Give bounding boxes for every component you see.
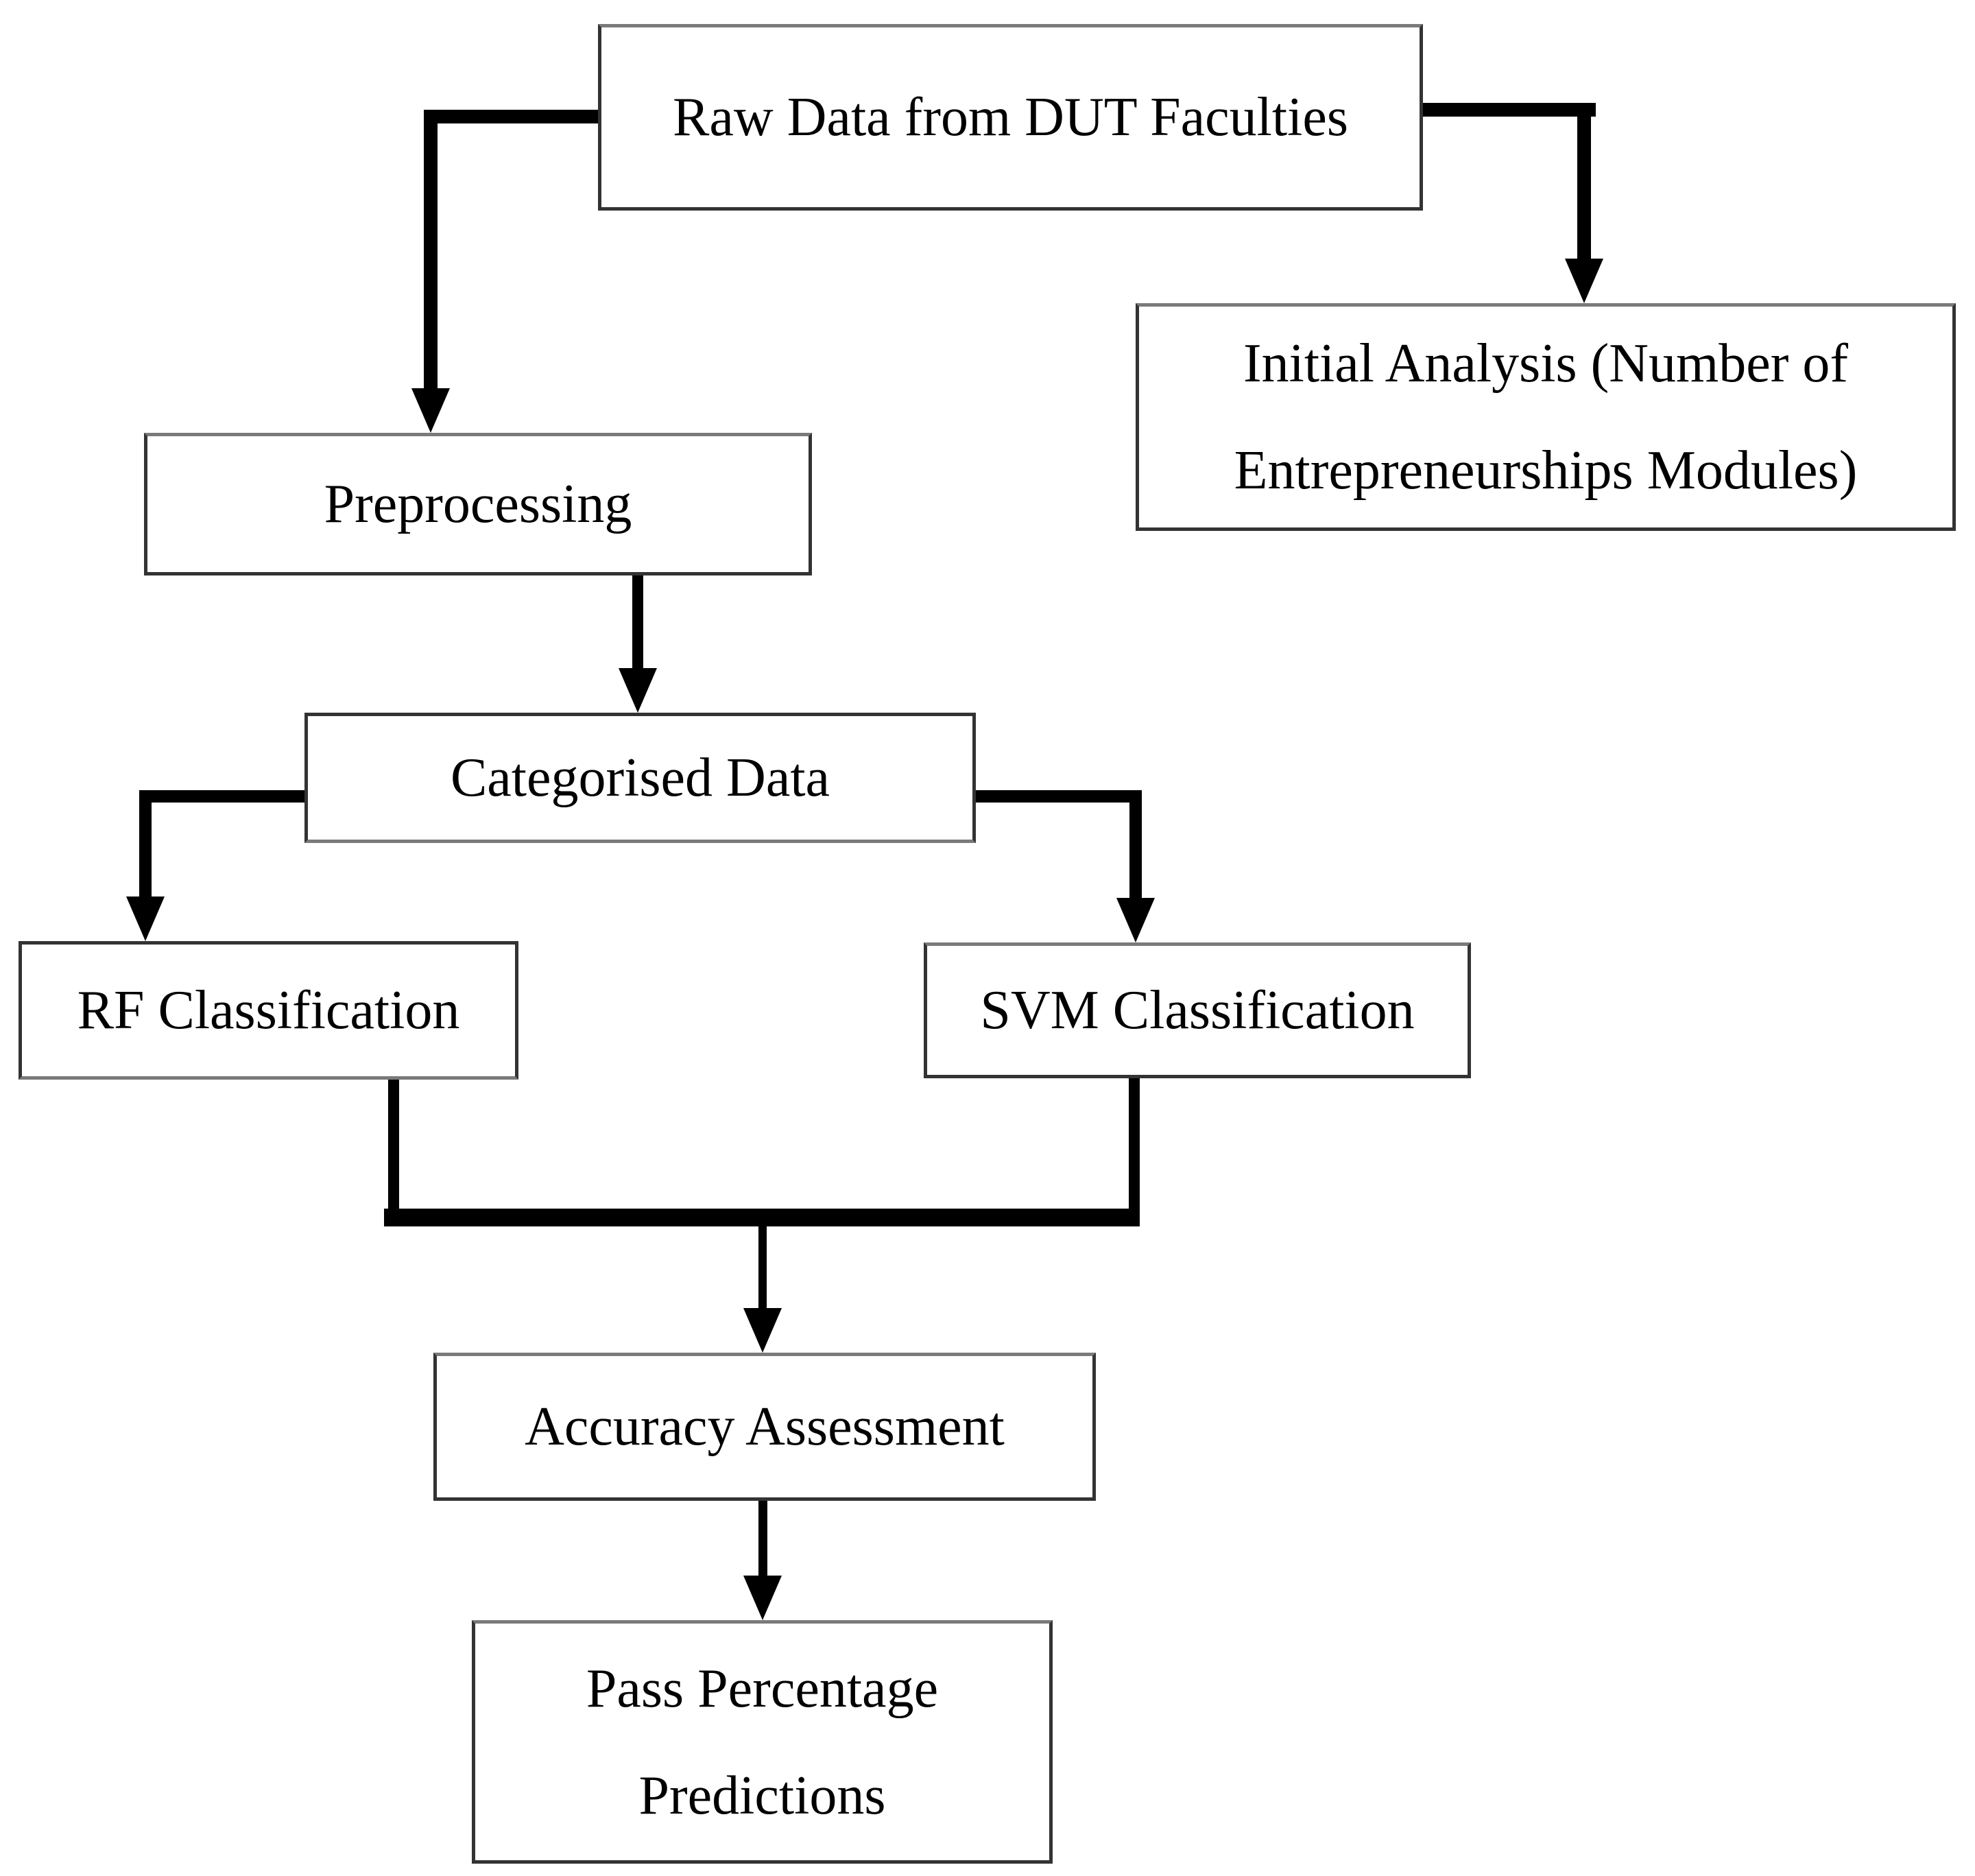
line-segment [1129,790,1142,901]
node-label: Raw Data from DUT Faculties [673,87,1348,147]
line-segment [424,110,438,392]
node-label: Pass Percentage [586,1658,939,1719]
arrowhead-icon [411,388,450,433]
arrowhead-icon [1565,259,1603,303]
line-segment [1129,1078,1140,1222]
node-label: SVM Classification [980,980,1415,1041]
arrowhead-icon [126,897,165,941]
arrowhead-icon [1116,898,1155,942]
line-segment [632,575,643,673]
node-label: Entrepreneurships Modules) [1234,440,1858,501]
node-pass-percentage-predictions: Pass Percentage Predictions [472,1620,1053,1864]
node-label: RF Classification [77,980,460,1041]
line-segment [139,790,304,803]
node-initial-analysis: Initial Analysis (Number of Entrepreneur… [1136,303,1956,531]
node-categorised-data: Categorised Data [304,713,976,843]
node-raw-data: Raw Data from DUT Faculties [598,24,1423,211]
node-label: Categorised Data [450,748,830,808]
node-label: Initial Analysis (Number of [1243,333,1849,394]
line-segment [976,790,1142,803]
merge-bar-line [384,1209,1140,1226]
node-preprocessing: Preprocessing [144,433,812,575]
line-segment [139,790,152,900]
node-label: Predictions [638,1765,886,1826]
line-segment [1577,103,1591,264]
arrowhead-icon [743,1308,782,1353]
node-accuracy-assessment: Accuracy Assessment [433,1353,1096,1501]
arrowhead-icon [743,1576,782,1620]
line-segment [758,1226,767,1311]
node-label: Accuracy Assessment [525,1397,1005,1457]
arrowhead-icon [619,668,657,713]
node-rf-classification: RF Classification [19,941,518,1080]
line-segment [758,1501,767,1582]
line-segment [424,110,598,123]
line-segment [1423,103,1596,117]
line-segment [388,1080,399,1222]
node-svm-classification: SVM Classification [924,942,1471,1078]
node-label: Preprocessing [324,474,632,534]
